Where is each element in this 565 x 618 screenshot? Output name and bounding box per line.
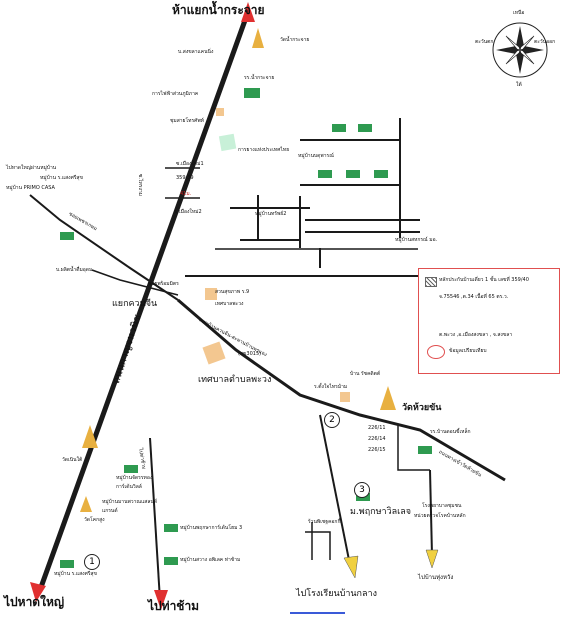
wat-noen-label: วัดเนินใต้ bbox=[62, 457, 83, 463]
v-kaew-label: หมู่บ้านจัดรรทอง bbox=[116, 475, 153, 481]
legend-line2: จ.75546 ,ต.34 เนื้อที่ 65 ตร.ว. bbox=[439, 294, 509, 300]
v-kaew2-label: การ์เด้นวิลล์ bbox=[116, 484, 142, 490]
tesaban2-label: เทศบาลตำบลพะวง bbox=[198, 375, 272, 385]
west-road bbox=[29, 194, 179, 301]
village-mid-label: หมู่บ้านทรัพย์2 bbox=[255, 211, 287, 217]
legend-box: หลักประกันบ้านเดี่ยว 1 ชั้น เลขที่ 359/4… bbox=[418, 268, 560, 374]
marker-3: 3 bbox=[354, 482, 370, 498]
v-plus-label: หมู่บ้านพฤกษาการ์เด้นโฮม 3 bbox=[180, 525, 243, 531]
dist-label: 41ม. bbox=[180, 191, 192, 197]
legend-line4: ข้อมูลเปรียบเทียบ bbox=[449, 348, 487, 354]
house-no-label: 359/39 bbox=[176, 175, 194, 181]
compass-east-label: ตะวันออก bbox=[534, 39, 556, 45]
compass-west-label: ตะวันตก bbox=[475, 39, 494, 45]
shop-label: ร.ตั้งใจไทรม้าม bbox=[314, 384, 348, 390]
v-pak-label: หมู่บ้าน ร.แสงศรีสุข bbox=[54, 571, 97, 577]
dest-north: ห้าแยกน้ำกระจาย bbox=[172, 3, 265, 17]
dest-south: ไปโรงเรียนบ้านกลาง bbox=[296, 589, 377, 599]
v-pruksa-label: หมู่บ้านมานพวาณแสลนด์ bbox=[102, 499, 158, 505]
wat-nam-krachai-label: วัดน้ำกระจาย bbox=[280, 37, 310, 43]
phone-label: ชุมสายโทรศัพท์ bbox=[170, 118, 204, 124]
pak-to-label: หมู่บ้าน ร.แสงศรีสุข bbox=[40, 175, 83, 181]
rr-school-label: รร.บ้านดอนขี้เหล็ก bbox=[430, 429, 471, 435]
mueang-mai2-label: ซ.เมืองใหม่2 bbox=[174, 209, 202, 215]
legend-line3: ต.พะวง ,อ.เมืองสงขลา , จ.สงขลา bbox=[439, 332, 513, 338]
buildings bbox=[202, 108, 350, 402]
school-road bbox=[319, 414, 359, 579]
hospital2-label: หน่วยตรวจโรคบ้านหลัก bbox=[414, 513, 466, 519]
marker-2: 2 bbox=[324, 412, 340, 428]
to-village-label: ไปหาดใหญ่ผ่านหมู่บ้าน bbox=[6, 165, 57, 171]
shop2-label: ร้านพิเชฐคอกกี้ bbox=[308, 519, 341, 525]
junction-label: แยกควนจีน bbox=[112, 299, 158, 309]
house-226-11: 226/11 bbox=[368, 425, 386, 431]
wat-huai-khan-label: วัดห้วยขัน bbox=[402, 403, 442, 413]
ban-rot-label: บ้าน รัชคดิตต์ bbox=[350, 371, 381, 377]
local-roads bbox=[165, 167, 430, 560]
mahadthai-label: การยางแห่งประเทศไทย bbox=[238, 147, 290, 153]
dest-southwest: ไปหาดใหญ่ bbox=[4, 595, 65, 609]
soi-mai-label: ซ.ไทรงาม bbox=[137, 174, 143, 197]
compare-circle-icon bbox=[427, 345, 445, 359]
mueang-mai1-label: ซ.เมืองใหม่1 bbox=[176, 161, 204, 167]
house-226-15: 226/15 bbox=[368, 447, 386, 453]
bor-songkhla-label: บ.สงขลาแคนนิ่ง bbox=[178, 49, 214, 55]
compass-south-label: ใต้ bbox=[516, 82, 522, 88]
east-road bbox=[185, 248, 418, 277]
dest-southeast: ไปบ้านทุ่งหวัง bbox=[418, 574, 454, 581]
tesaban-label: เทศบาลพะวง bbox=[215, 301, 244, 307]
village-grid bbox=[230, 118, 420, 268]
compass-north-label: เหนือ bbox=[513, 10, 525, 16]
suan-suk-label: สวนสุขภาพ ร.9 bbox=[215, 289, 250, 295]
rr-nam-krachai-label: รร.น้ำกระจาย bbox=[244, 75, 275, 81]
v-tha-label: หมู่บ้านสวาง อพิเลค ท่าช้าม bbox=[180, 557, 241, 563]
temple-icon bbox=[80, 28, 396, 512]
prima-label: หมู่บ้าน PRIMO CASA bbox=[6, 185, 55, 191]
tha-cham-road bbox=[149, 437, 168, 610]
main-road bbox=[30, 2, 255, 602]
legend-line1: หลักประกันบ้านเดี่ยว 1 ชั้น เลขที่ 359/4… bbox=[439, 277, 529, 283]
hospital-label: โรงพยาบาลชุมชน bbox=[422, 503, 462, 509]
bottle-plant-label: บ.ผลิตน้ำดื่มอุดม bbox=[56, 267, 93, 273]
marker-1: 1 bbox=[84, 554, 100, 570]
v-pruksa2-label: แกรนด์ bbox=[102, 508, 118, 514]
village-top-label: หมู่บ้านบดุพารณ์ bbox=[298, 153, 334, 159]
hatch-swatch-icon bbox=[425, 277, 437, 287]
wat-khlong-label: วัดโคกสูง bbox=[84, 517, 105, 523]
house-226-14: 226/14 bbox=[368, 436, 386, 442]
compass-rose-icon bbox=[492, 22, 548, 78]
village-icons bbox=[60, 88, 432, 568]
thung-wang-road bbox=[425, 469, 439, 569]
diagonal-road bbox=[177, 298, 506, 482]
mu-phawa-label: ม.พฤกษาวิลเลจ bbox=[350, 507, 412, 517]
road-khuanjin-label: ซอยพร้อมมิตร bbox=[148, 281, 179, 287]
road-diagonal-sub: (สข3015) bbox=[238, 351, 262, 357]
underline-divider bbox=[290, 612, 345, 614]
electric-label: การไฟฟ้าส่วนภูมิภาค bbox=[152, 91, 199, 97]
dest-south-mid: ไปท่าช้าม bbox=[148, 599, 200, 613]
village-lg-label: หมู่บ้านสหกรณ์ มอ. bbox=[395, 237, 438, 243]
